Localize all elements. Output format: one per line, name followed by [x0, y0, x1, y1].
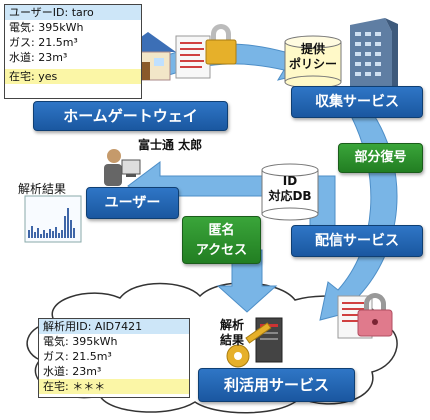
analysis-chart-thumbnail — [24, 195, 82, 243]
building-icon — [350, 18, 398, 95]
analysis-electricity-value: 電気: 395kWh — [43, 335, 118, 348]
water-value: 水道: 23m³ — [9, 51, 68, 64]
analysis-data-panel: 解析用ID: AID7421 電気: 395kWh ガス: 21.5m³ 水道:… — [38, 318, 190, 398]
user-service-box: 利活用サービス — [198, 368, 355, 402]
lock-icon-top — [205, 24, 237, 65]
home-gateway-label: ホームゲートウェイ — [63, 107, 198, 125]
id-db-label-line2: 対応DB — [268, 189, 312, 203]
delivery-service-box: 配信サービス — [291, 225, 423, 257]
analysis-water-value: 水道: 23m³ — [43, 365, 102, 378]
partial-restore-label: 部分復号 — [354, 150, 407, 165]
user-label: ユーザー — [104, 195, 161, 211]
id-db-label-line1: ID — [282, 174, 298, 188]
home-data-panel: ユーザーID: taro 電気: 395kWh ガス: 21.5m³ 水道: 2… — [4, 4, 142, 99]
gas-value: ガス: 21.5m³ — [9, 36, 78, 49]
at-home-value: 在宅: yes — [5, 69, 141, 84]
analysis-gas-value: ガス: 21.5m³ — [43, 350, 112, 363]
user-id-value: ユーザーID: taro — [5, 5, 141, 20]
policy-db-icon — [284, 35, 342, 89]
encrypted-doc-icon — [175, 35, 211, 79]
user-service-label: 利活用サービス — [223, 376, 329, 394]
home-gateway-box: ホームゲートウェイ — [33, 101, 228, 131]
server-icon — [255, 317, 283, 363]
analysis-at-home-value: 在宅: ＊＊＊ — [39, 379, 189, 394]
anonymous-access-line1: 匿名 — [208, 223, 235, 238]
analysis-id-value: 解析用ID: AID7421 — [39, 319, 189, 334]
policy-label: 提供 ポリシー — [285, 42, 341, 72]
anonymous-access-line2: アクセス — [195, 243, 248, 258]
collection-service-label: 収集サービス — [315, 94, 399, 110]
person-name: 富士通 太郎 — [138, 138, 203, 152]
policy-label-line1: 提供 — [300, 42, 325, 56]
id-db-icon — [261, 163, 319, 221]
key-icon — [226, 322, 272, 368]
analyzer-label-line2: 結果 — [219, 333, 244, 347]
electricity-value: 電気: 395kWh — [9, 21, 84, 34]
id-db-label: ID 対応DB — [262, 174, 318, 204]
analyzer-label: 解析 結果 — [212, 318, 252, 348]
down-arrow — [216, 249, 278, 313]
delivery-service-label: 配信サービス — [315, 233, 399, 249]
lock-icon-right — [357, 293, 393, 337]
user-box: ユーザー — [86, 187, 179, 219]
user-person-icon — [104, 149, 141, 186]
partial-restore-box: 部分復号 — [338, 143, 423, 173]
collection-service-box: 収集サービス — [291, 86, 423, 118]
anonymous-access-box: 匿名 アクセス — [182, 216, 261, 264]
analysis-result-label: 解析結果 — [18, 182, 67, 196]
policy-label-line2: ポリシー — [288, 57, 337, 71]
analyzer-label-line1: 解析 — [219, 318, 244, 332]
